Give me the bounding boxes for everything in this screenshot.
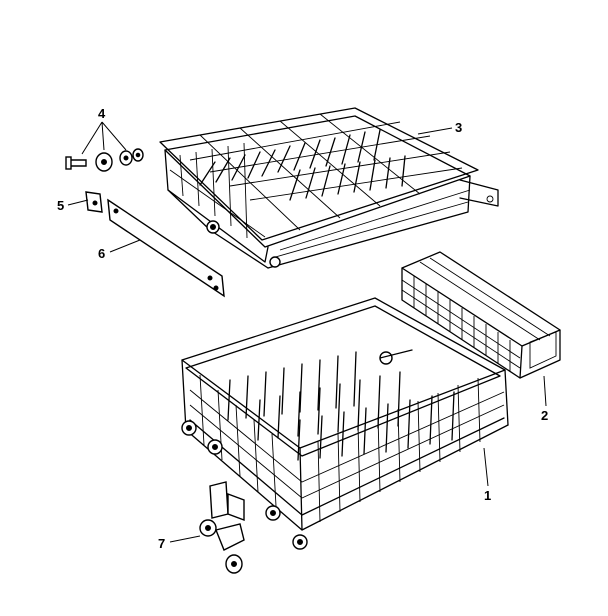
svg-text:6: 6	[98, 246, 105, 261]
lower-rack-side-grid	[189, 374, 505, 523]
lower-rack	[181, 297, 509, 550]
callout-7: 7	[158, 535, 201, 551]
callout-1: 1	[483, 447, 491, 503]
upper-rack-tines	[199, 129, 406, 201]
svg-text:4: 4	[98, 106, 106, 121]
callout-6: 6	[98, 239, 141, 261]
svg-text:3: 3	[455, 120, 462, 135]
svg-text:7: 7	[158, 536, 165, 551]
svg-text:1: 1	[484, 488, 491, 503]
callout-3: 3	[417, 120, 462, 135]
callout-5: 5	[57, 198, 89, 213]
upper-rack	[159, 107, 499, 269]
rack-roller-hardware	[65, 148, 144, 172]
silverware-basket	[401, 251, 561, 379]
svg-text:2: 2	[541, 408, 548, 423]
svg-text:5: 5	[57, 198, 64, 213]
basket-mesh	[401, 257, 551, 372]
callout-4: 4	[81, 106, 127, 155]
rack-stop-clip	[85, 191, 103, 213]
upper-rack-grid	[169, 113, 471, 259]
lower-rack-tines	[227, 351, 455, 461]
rack-adjuster-rail	[107, 198, 225, 298]
callout-2: 2	[541, 375, 548, 423]
lower-rack-roller-assembly	[199, 481, 245, 574]
